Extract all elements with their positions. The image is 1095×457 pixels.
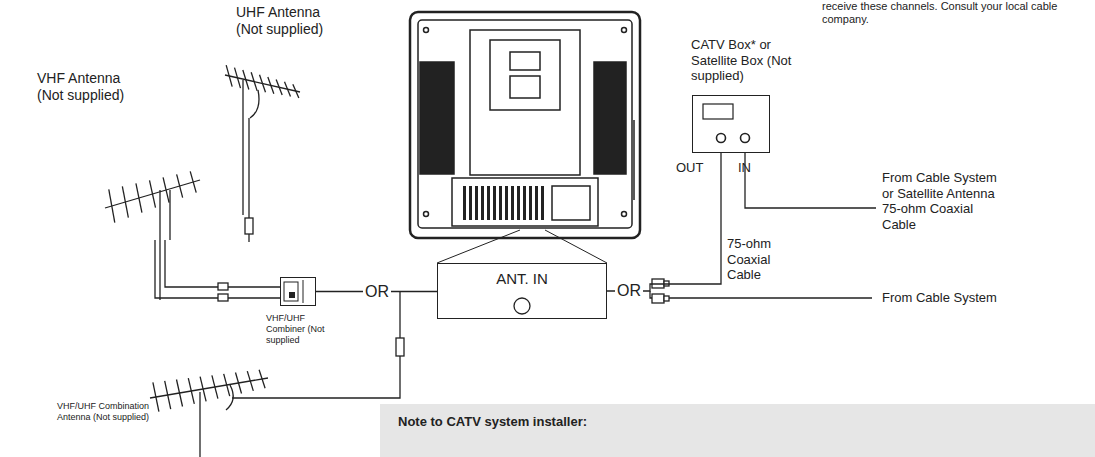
antenna-element xyxy=(177,380,183,407)
ant-in-box: ANT. IN xyxy=(437,263,607,319)
edge-label: OR xyxy=(615,282,643,300)
jack-circle xyxy=(514,298,530,314)
antenna-label: UHF Antenna (Not supplied) xyxy=(236,4,346,38)
antenna-element xyxy=(122,186,128,217)
antenna-element xyxy=(285,82,291,97)
note-heading: Note to CATV system installer: xyxy=(398,414,587,430)
combiner-terminal xyxy=(284,282,298,301)
antenna-label: VHF Antenna (Not supplied) xyxy=(37,70,137,104)
antenna-element xyxy=(150,180,156,207)
antenna-element xyxy=(200,377,206,402)
source-label: From Cable System xyxy=(882,290,997,306)
note-text: receive these channels. Consult your loc… xyxy=(822,0,1072,26)
coax-cable xyxy=(607,153,721,291)
antenna-element xyxy=(259,370,265,389)
combiner-box: VHF/UHF Combiner (Not supplied xyxy=(280,277,316,306)
antenna-element xyxy=(153,382,159,411)
source-label: From Cable System or Satellite Antenna 7… xyxy=(882,170,1004,232)
antenna-element xyxy=(177,174,183,197)
combiner-divider xyxy=(303,280,304,303)
antenna-element xyxy=(136,183,142,212)
antenna-element xyxy=(276,79,282,95)
device-heading: VHF/UHF Combiner (Not supplied xyxy=(266,313,340,345)
port-label: IN xyxy=(738,160,751,176)
antenna-element xyxy=(268,77,274,94)
out-jack xyxy=(717,134,726,143)
device-heading: CATV Box* or Satellite Box (Not supplied… xyxy=(691,37,803,84)
port-label: OUT xyxy=(676,160,703,176)
cable-plugs xyxy=(650,153,876,303)
antenna-element xyxy=(251,72,257,91)
uhf-antenna xyxy=(225,65,300,242)
antenna-element xyxy=(190,171,196,192)
combiner-screw xyxy=(289,292,295,298)
antenna-element xyxy=(293,84,299,98)
antenna-element xyxy=(224,374,230,396)
port-label: ANT. IN xyxy=(438,264,606,288)
antenna-element xyxy=(163,177,169,202)
antenna-element xyxy=(165,381,171,409)
combiner-symbol xyxy=(281,278,315,305)
antenna-element xyxy=(109,189,115,222)
combination-antenna xyxy=(150,292,404,457)
antenna-element xyxy=(247,371,253,391)
antenna-element xyxy=(260,75,266,93)
antenna-element xyxy=(236,373,242,394)
edge-label: OR xyxy=(363,283,391,301)
antenna-label: VHF/UHF Combination Antenna (Not supplie… xyxy=(57,401,167,423)
antenna-element xyxy=(212,375,218,398)
catv-box: CATV Box* or Satellite Box (Not supplied… xyxy=(692,95,770,153)
vhf-antenna xyxy=(105,171,280,301)
catv-symbol xyxy=(693,96,769,152)
antenna-element xyxy=(235,68,241,89)
tv-back xyxy=(410,12,640,238)
in-jack xyxy=(741,134,750,143)
cable-label: 75-ohm Coaxial Cable xyxy=(727,236,799,283)
note-panel xyxy=(380,404,1095,457)
antenna-element xyxy=(226,65,232,87)
antenna-element xyxy=(188,378,194,404)
display-window xyxy=(703,104,733,119)
antenna-element xyxy=(243,70,249,90)
